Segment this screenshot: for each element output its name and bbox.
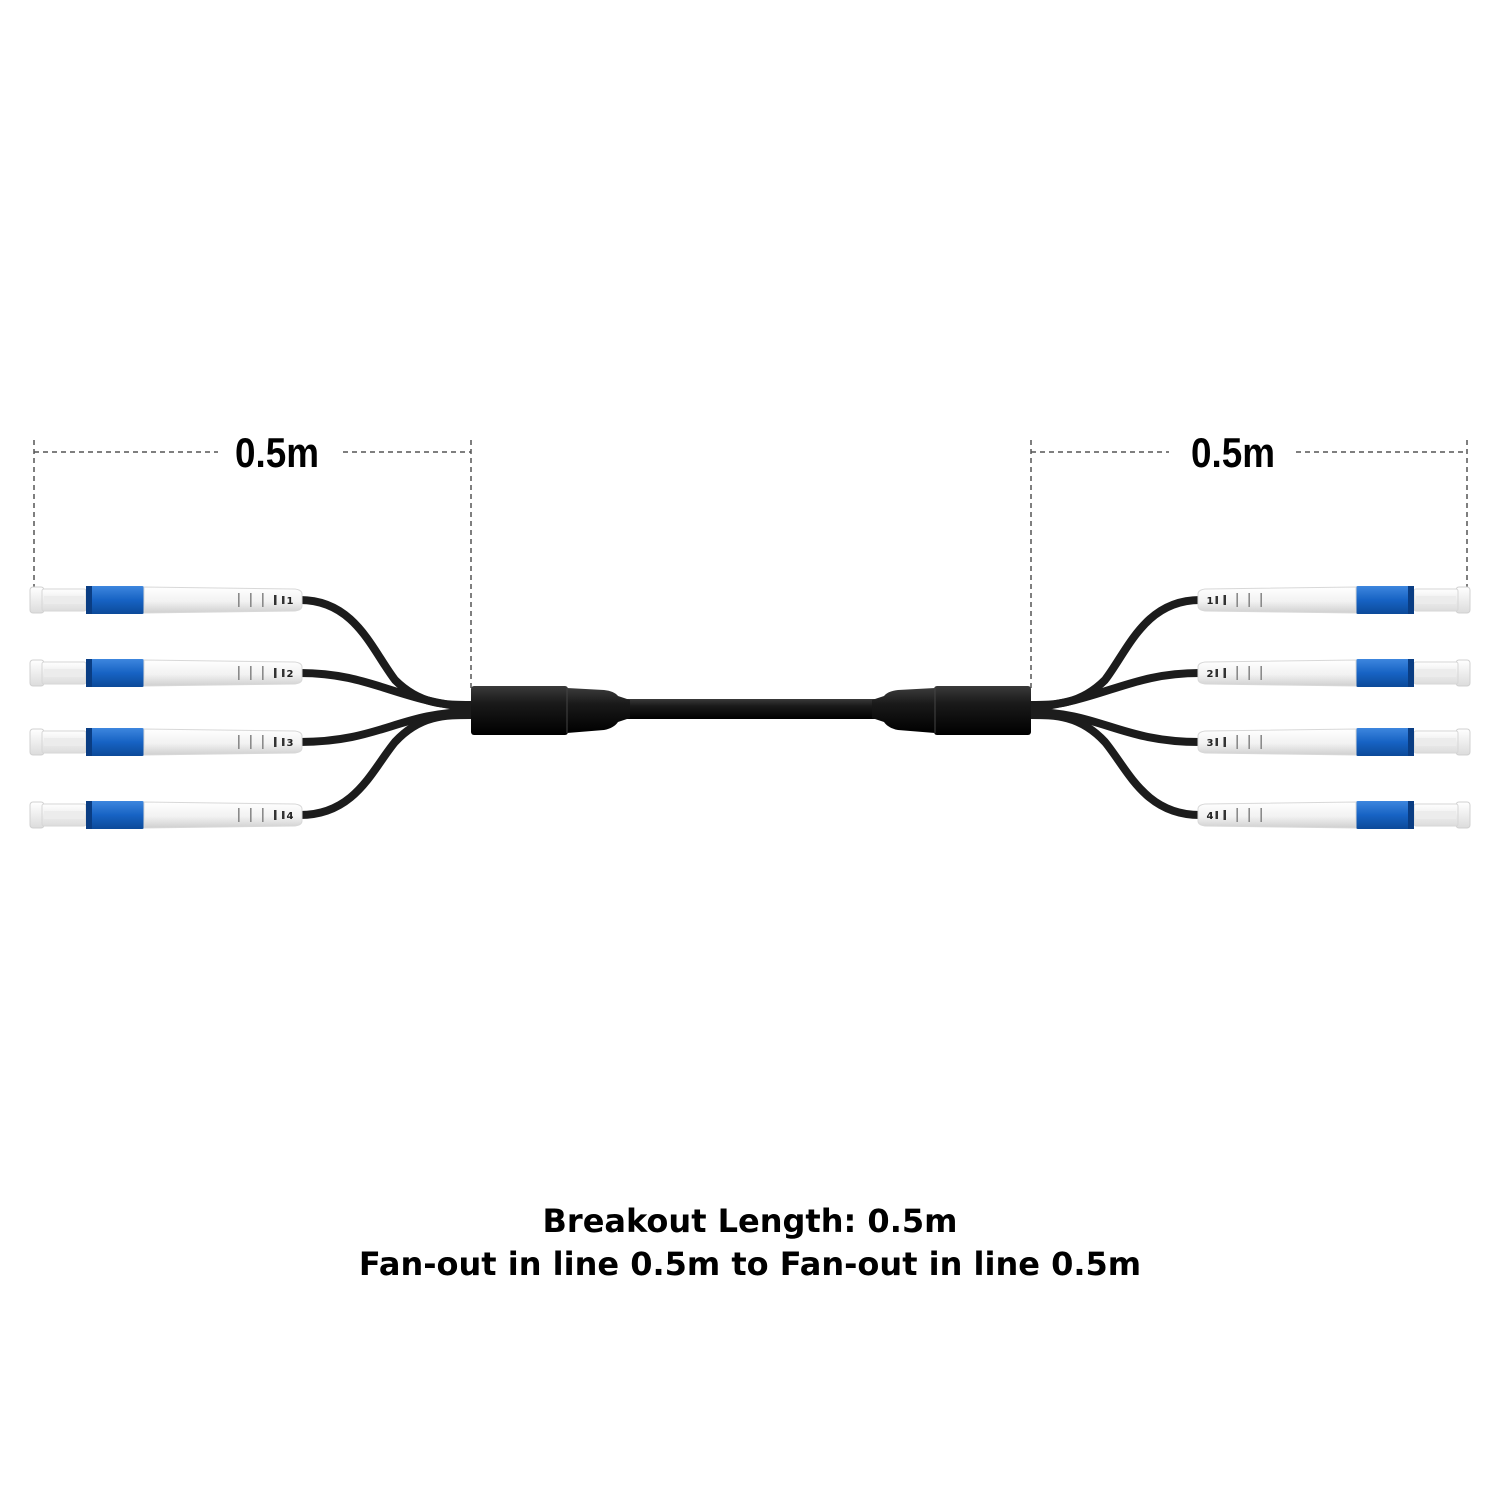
right-fiber-number: 2 (1207, 669, 1214, 680)
left-fiber-number: 2 (287, 669, 294, 680)
right-fiber-number: 4 (1207, 811, 1214, 822)
caption-breakout-length: Breakout Length: 0.5m (542, 1202, 958, 1240)
lc-connector-icon (1197, 801, 1471, 829)
left-fiber-number: 4 (287, 811, 294, 822)
lc-connector-icon (29, 586, 303, 614)
lc-connector-icon (1197, 659, 1471, 687)
right-fiber-number: 3 (1207, 738, 1214, 749)
left-fiber-number: 3 (287, 738, 294, 749)
left-dimension-label: 0.5m (235, 429, 319, 476)
right-dimension-label: 0.5m (1191, 429, 1275, 476)
lc-connector-icon (1197, 586, 1471, 614)
left-cable-4 (296, 711, 476, 819)
left-cable-2 (296, 669, 476, 712)
right-cable-2 (1026, 669, 1204, 712)
right-dimension: 0.5m (1030, 429, 1468, 690)
right-cable-4 (1026, 711, 1204, 819)
left-breakout-cables (296, 596, 476, 819)
lc-connector-icon (1197, 728, 1471, 756)
fanout-housing-icon (934, 686, 1031, 735)
lc-connector-icon (29, 801, 303, 829)
fiber-labels: 1 1 2 2 3 3 4 4 (287, 596, 1214, 822)
fanout-housing-icon (471, 686, 568, 735)
trunk-cable (610, 699, 890, 719)
left-fanout-housing (471, 686, 630, 735)
lc-connector-icon (29, 659, 303, 687)
left-dimension: 0.5m (33, 429, 472, 690)
caption-fanout-description: Fan-out in line 0.5m to Fan-out in line … (358, 1245, 1142, 1283)
right-breakout-cables (1026, 596, 1204, 819)
right-fiber-number: 1 (1207, 596, 1214, 607)
right-fanout-housing (872, 686, 1031, 735)
lc-connector-icon (29, 728, 303, 756)
connectors (29, 586, 1471, 829)
left-fiber-number: 1 (287, 596, 294, 607)
